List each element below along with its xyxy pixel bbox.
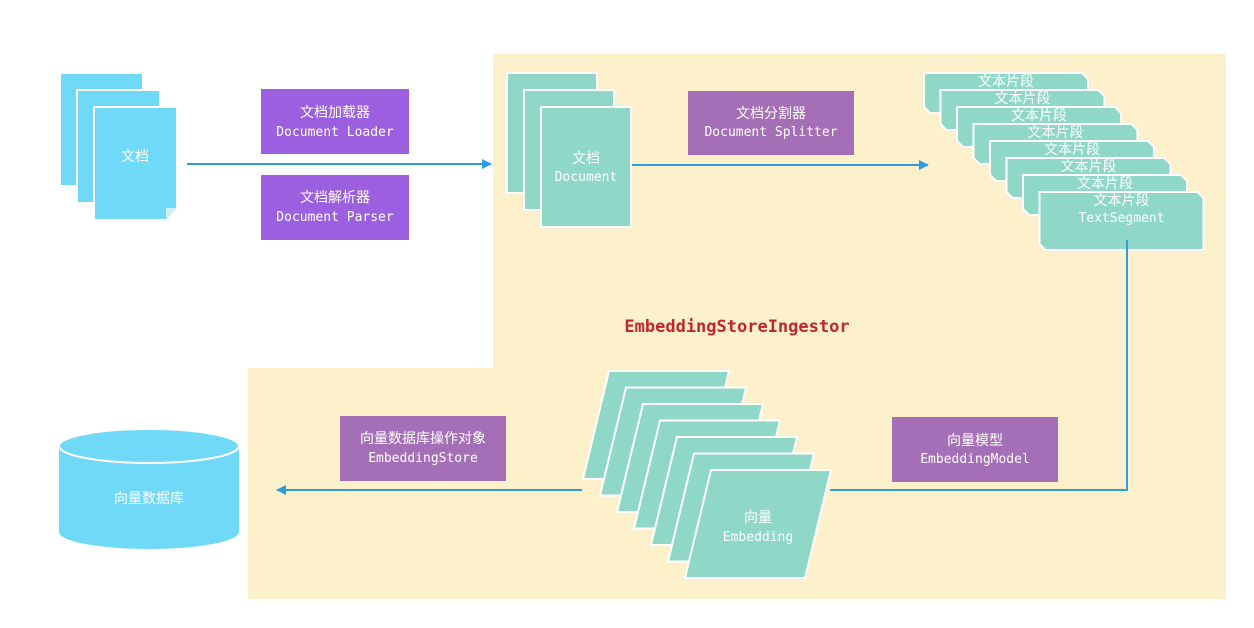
source-doc-label: 文档 xyxy=(121,149,149,165)
text-segment-label: 文本片段 xyxy=(1044,142,1100,158)
embedding-card xyxy=(683,469,833,579)
text-segment-label: 文本片段 xyxy=(1028,125,1084,141)
document-en: Document xyxy=(555,170,618,185)
embedding-en: Embedding xyxy=(723,530,793,545)
ingestor-label: EmbeddingStoreIngestor xyxy=(624,317,849,337)
embedding-model-cn: 向量模型 xyxy=(947,433,1003,449)
splitter-box: 文档分割器 Document Splitter xyxy=(688,91,854,155)
text-segment-card xyxy=(1038,191,1205,251)
embedding-store-cn: 向量数据库操作对象 xyxy=(360,431,486,447)
parser-cn: 文档解析器 xyxy=(300,190,370,206)
parser-box: 文档解析器 Document Parser xyxy=(261,175,409,240)
embedding-model-box: 向量模型 EmbeddingModel xyxy=(892,417,1058,482)
arrow-segments-to-embedding xyxy=(830,240,1128,491)
text-segment-label: 文本片段 xyxy=(995,91,1051,107)
document-cn: 文档 xyxy=(572,151,600,167)
splitter-cn: 文档分割器 xyxy=(736,105,806,122)
text-segment-label: 文本片段 xyxy=(1094,193,1150,209)
splitter-en: Document Splitter xyxy=(704,125,837,140)
source-doc-stack: 文档 xyxy=(59,72,178,221)
text-segment-label: 文本片段 xyxy=(1061,159,1117,175)
loader-en: Document Loader xyxy=(276,125,394,140)
vector-db-label: 向量数据库 xyxy=(114,491,184,507)
text-segment-en-label: TextSegment xyxy=(1078,211,1164,226)
document-stack: 文档 Document xyxy=(506,72,632,228)
embedding-cn: 向量 xyxy=(744,510,772,526)
text-segment-stack: 文本片段文本片段文本片段文本片段文本片段文本片段文本片段文本片段TextSegm… xyxy=(923,72,1205,251)
embedding-model-en: EmbeddingModel xyxy=(920,452,1030,467)
embedding-stack: 向量 Embedding xyxy=(581,370,833,579)
text-segment-label: 文本片段 xyxy=(978,74,1034,90)
embedding-store-box: 向量数据库操作对象 EmbeddingStore xyxy=(340,416,506,481)
loader-box: 文档加载器 Document Loader xyxy=(261,89,409,154)
parser-en: Document Parser xyxy=(276,210,394,225)
loader-cn: 文档加载器 xyxy=(300,105,370,121)
embedding-store-en: EmbeddingStore xyxy=(368,451,478,466)
text-segment-label: 文本片段 xyxy=(1011,108,1067,124)
vector-db-cylinder: 向量数据库 xyxy=(58,428,240,549)
text-segment-label: 文本片段 xyxy=(1077,176,1133,192)
